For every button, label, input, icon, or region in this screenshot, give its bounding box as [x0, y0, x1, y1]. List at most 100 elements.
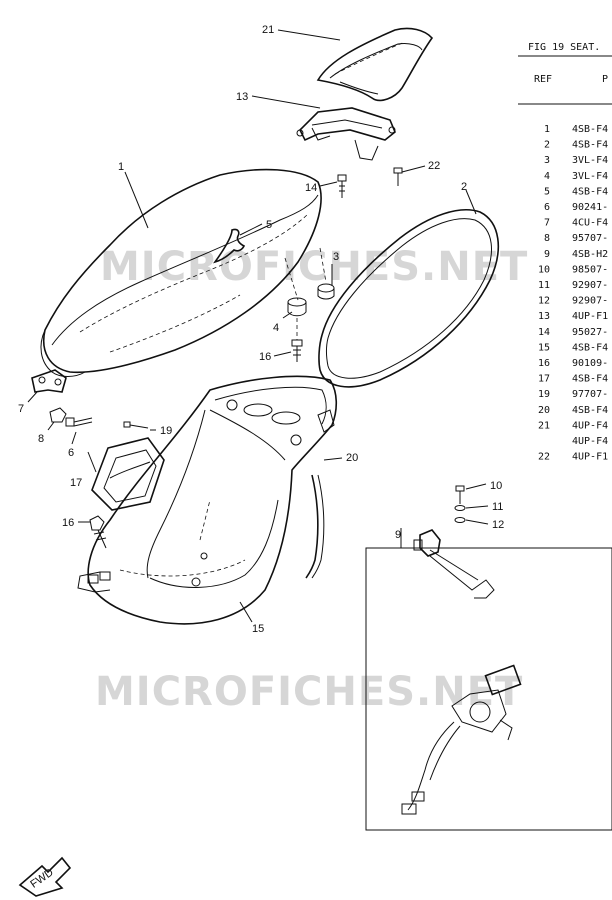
part-8-nut — [49, 407, 67, 423]
leader-16a — [273, 351, 292, 357]
table-ref-7: 8 — [544, 233, 550, 244]
leader-13 — [251, 95, 321, 109]
leader-20 — [323, 457, 343, 461]
callout-1: 1 — [118, 161, 124, 173]
table-ref-2: 3 — [544, 155, 550, 166]
leader-17 — [87, 451, 97, 473]
table-part-14: 4SB-F4 — [572, 342, 608, 353]
leader-4 — [282, 311, 293, 319]
part-1-seat — [40, 168, 322, 377]
table-ref-13: 14 — [538, 327, 550, 338]
table-ref-16: 17 — [538, 374, 550, 385]
fwd-label: FWD — [28, 866, 55, 890]
callout-8: 8 — [38, 433, 44, 445]
table-part-9: 98507- — [572, 264, 608, 275]
part-2-storage-seal — [318, 209, 500, 388]
table-part-11: 92907- — [572, 296, 608, 307]
table-ref-14: 15 — [538, 342, 550, 353]
part-4-damper — [287, 297, 307, 317]
callout-10: 10 — [490, 480, 502, 492]
part-12-washer — [454, 517, 466, 523]
leader-10 — [465, 483, 487, 490]
table-part-12: 4UP-F1 — [572, 311, 608, 322]
table-ref-10: 11 — [538, 280, 550, 291]
table-part-16: 4SB-F4 — [572, 374, 608, 385]
callout-2: 2 — [461, 181, 467, 193]
leader-11 — [465, 505, 489, 509]
leader-15 — [239, 601, 253, 623]
table-ref-9: 10 — [538, 264, 550, 275]
table-ref-18: 20 — [538, 405, 550, 416]
part-14-bolt — [337, 174, 347, 198]
table-ref-11: 12 — [538, 296, 550, 307]
leader-21 — [277, 29, 341, 41]
leader-22 — [401, 165, 426, 173]
callout-6: 6 — [68, 447, 74, 459]
callout-19: 19 — [160, 425, 172, 437]
align-line-4 — [284, 257, 299, 301]
table-part-1: 4SB-F4 — [572, 140, 608, 151]
table-part-19: 4UP-F4 — [572, 420, 608, 431]
callout-22: 22 — [428, 160, 440, 172]
part-19-screw — [123, 421, 149, 429]
table-ref-12: 13 — [538, 311, 550, 322]
table-part-7: 95707- — [572, 233, 608, 244]
leader-12 — [465, 519, 489, 525]
col-header-part: P — [602, 74, 608, 85]
table-part-5: 90241- — [572, 202, 608, 213]
callout-20: 20 — [346, 452, 358, 464]
part-21-seat-pad — [316, 27, 434, 102]
fwd-arrow-icon — [18, 856, 72, 897]
leader-14 — [319, 181, 338, 187]
table-part-0: 4SB-F4 — [572, 124, 608, 135]
leader-2 — [465, 189, 477, 215]
table-part-18: 4SB-F4 — [572, 405, 608, 416]
figure-title: FIG 19 SEAT. — [528, 42, 600, 53]
table-part-17: 97707- — [572, 389, 608, 400]
leader-7 — [27, 391, 38, 403]
part-22-screw — [393, 167, 403, 186]
part-10-screw — [455, 485, 465, 504]
table-ref-15: 16 — [538, 358, 550, 369]
table-ref-8: 9 — [544, 249, 550, 260]
part-3-damper — [317, 283, 335, 300]
watermark-bottom: MICROFICHES.NET — [95, 669, 523, 715]
part-15-storage-box — [77, 375, 338, 625]
part-17-storage-lamp — [91, 437, 165, 511]
table-ref-0: 1 — [544, 124, 550, 135]
callout-4: 4 — [273, 322, 279, 334]
table-ref-3: 4 — [544, 171, 550, 182]
callout-11: 11 — [492, 501, 503, 513]
part-9-ignition-switch — [401, 664, 522, 815]
table-part-4: 4SB-F4 — [572, 186, 608, 197]
part-9-seat-lock-cable — [413, 529, 495, 599]
table-part-10: 92907- — [572, 280, 608, 291]
leader-5 — [239, 223, 263, 236]
part-13-seat-hinge-bracket — [296, 107, 396, 161]
callout-14: 14 — [305, 182, 317, 194]
table-ref-5: 6 — [544, 202, 550, 213]
leader-1 — [124, 171, 149, 229]
leader-8 — [47, 421, 55, 431]
table-ref-19: 21 — [538, 420, 550, 431]
callout-21: 21 — [262, 24, 274, 36]
table-ref-17: 19 — [538, 389, 550, 400]
callout-16b: 16 — [62, 517, 74, 529]
callout-3: 3 — [333, 251, 339, 263]
part-16-bolt-lower — [89, 515, 107, 549]
table-ref-4: 5 — [544, 186, 550, 197]
table-part-8: 4SB-H2 — [572, 249, 608, 260]
table-part-21: 4UP-F1 — [572, 452, 608, 463]
table-ref-21: 22 — [538, 452, 550, 463]
part-16-bolt-upper — [291, 339, 303, 362]
callout-7: 7 — [18, 403, 24, 415]
callout-5: 5 — [266, 219, 272, 231]
table-part-13: 95027- — [572, 327, 608, 338]
part-11-washer — [454, 505, 466, 511]
callout-16a: 16 — [259, 351, 271, 363]
table-ref-6: 7 — [544, 218, 550, 229]
table-part-3: 3VL-F4 — [572, 171, 608, 182]
